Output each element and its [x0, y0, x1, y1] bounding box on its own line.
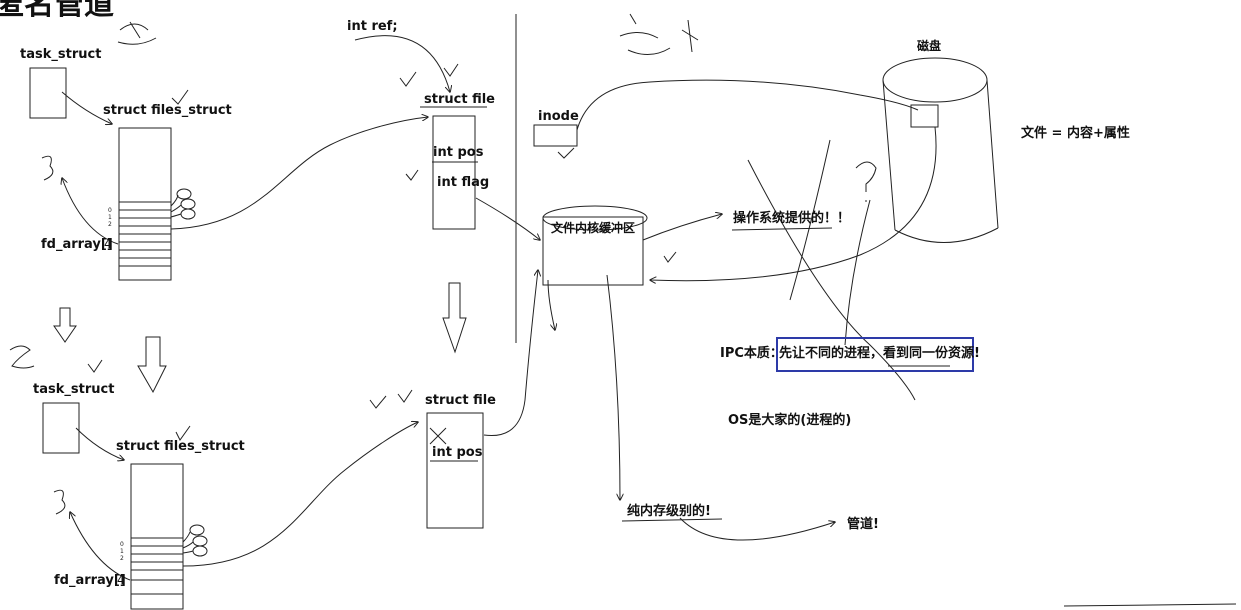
- buffer-highlight-ellipse: [542, 205, 648, 231]
- bottom-int-pos-label: int pos: [432, 445, 483, 460]
- child-task-struct-box: [42, 402, 80, 454]
- file-to-buffer-arrow: [475, 197, 540, 240]
- memory-to-pipe-arrow: [679, 517, 835, 541]
- file-equation-label: 文件 = 内容+属性: [1021, 126, 1130, 141]
- handwritten-3-mark: [41, 155, 54, 181]
- child-fd-to-file-arrow: [182, 422, 418, 567]
- kernel-buffer-box: [542, 216, 644, 286]
- parent-fd-array-slots: [119, 201, 171, 267]
- bottom-struct-file-box: [426, 412, 484, 529]
- disk-to-buffer-arrow: [650, 126, 937, 281]
- inode-to-disk-line: [576, 79, 919, 131]
- kernel-buffer-label: 文件内核缓冲区: [551, 221, 636, 235]
- handwritten-child-mark: [9, 345, 35, 369]
- parent-fd-small-digits: 0: [108, 207, 112, 214]
- buffer-left-curve-arrow: [547, 279, 555, 330]
- svg-text:2: 2: [120, 555, 124, 562]
- ipc-label: IPC本质：: [720, 346, 783, 361]
- handwritten-wen-mark: [619, 13, 699, 55]
- top-int-pos-label: int pos: [433, 145, 484, 160]
- svg-text:1: 1: [120, 548, 124, 555]
- page-title: 匿名管道: [0, 0, 114, 22]
- handwritten-3-mark-2: [53, 489, 66, 515]
- parent-fd-index: 4: [104, 237, 112, 251]
- child-fd-array-label: fd_array[]: [54, 573, 126, 588]
- svg-text:2: 2: [108, 221, 112, 228]
- ref-to-file-arrow: [354, 35, 450, 92]
- parent-files-struct-box: [118, 127, 172, 281]
- disk-top-ellipse: [882, 57, 988, 103]
- child-task-to-files-arrow: [75, 427, 124, 460]
- int-ref-label: int ref;: [347, 19, 398, 34]
- cross-scribble-2: [789, 139, 831, 301]
- os-provided-underline: [731, 227, 833, 231]
- fork-down-arrow-small: [53, 307, 77, 343]
- child-fd-small-digits: 0: [120, 541, 124, 548]
- parent-files-struct-label: struct files_struct: [103, 103, 232, 118]
- child-fd-back-arrow: [70, 512, 131, 581]
- os-provided-label: 操作系统提供的！！: [733, 211, 851, 226]
- parent-fd-to-file-arrow: [170, 117, 428, 230]
- ipc-highlight-box: [776, 337, 974, 372]
- child-fd-index: 4: [117, 573, 125, 587]
- parent-task-struct-label: task_struct: [20, 47, 102, 62]
- check-marks: [87, 63, 677, 441]
- top-struct-file-box: [432, 115, 476, 230]
- inode-label: inode: [538, 109, 579, 124]
- parent-fd-array-label: fd_array[]: [41, 237, 113, 252]
- child-fd-array-slots: [131, 537, 183, 595]
- ipc-essence-text: 先让不同的进程，看到同一份资源!: [779, 346, 980, 361]
- svg-text:1: 1: [108, 214, 112, 221]
- disk-left-side: [882, 79, 896, 231]
- pipe-label: 管道!: [847, 517, 879, 532]
- handwritten-parent-mark: [117, 21, 157, 45]
- child-files-struct-label: struct files_struct: [116, 439, 245, 454]
- memory-level-label: 纯内存级别的!: [627, 504, 711, 519]
- bottom-file-to-buffer-arrow: [483, 270, 538, 437]
- buffer-to-memory-arrow: [606, 274, 620, 500]
- buffer-to-os-arrow: [642, 214, 722, 241]
- os-shared-note: OS是大家的(进程的): [728, 413, 852, 428]
- disk-file-block: [910, 104, 939, 128]
- child-std-fd-circles: [182, 524, 208, 557]
- bottom-right-baseline: [1063, 603, 1237, 607]
- parent-std-fd-circles: [170, 188, 196, 220]
- cross-mark-bottom-file: [429, 427, 447, 445]
- bottom-struct-file-label: struct file: [425, 393, 496, 408]
- parent-task-struct-box: [29, 67, 67, 119]
- inode-box: [533, 124, 578, 147]
- child-files-struct-box: [130, 463, 184, 610]
- cross-scribble-1: [747, 159, 916, 401]
- top-struct-file-label: struct file: [424, 92, 495, 107]
- cross-scribble-3: [844, 199, 871, 346]
- disk-right-side: [986, 79, 999, 229]
- file-down-arrow: [442, 282, 467, 354]
- child-task-struct-label: task_struct: [33, 382, 115, 397]
- handwritten-question-mark: [855, 161, 877, 202]
- disk-label: 磁盘: [917, 39, 942, 53]
- top-int-flag-label: int flag: [437, 175, 490, 190]
- parent-fd-back-arrow: [62, 178, 119, 245]
- disk-bottom-arc: [894, 227, 999, 243]
- parent-task-to-files-arrow: [61, 91, 112, 124]
- fork-down-arrow-large: [137, 336, 167, 394]
- memory-underline: [621, 518, 723, 522]
